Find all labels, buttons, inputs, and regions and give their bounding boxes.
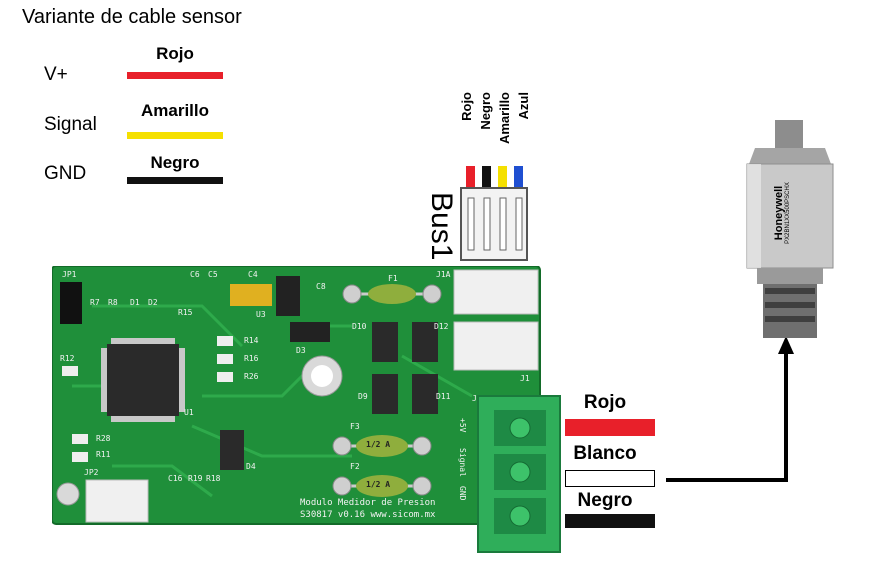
connector-j1a (453, 269, 539, 315)
terminal-label-signal: Signal (458, 448, 467, 477)
bus-pin-yellow (498, 166, 507, 188)
diode-d4 (220, 430, 244, 470)
pcb-ref-j1a: J1A (436, 270, 451, 279)
sensor-part-number: PX2BN1XX500PSCHX (785, 182, 792, 244)
pcb-ref-d10: D10 (352, 322, 367, 331)
pcb-ref-r12: R12 (60, 354, 75, 363)
diode-d9 (372, 374, 398, 414)
pcb-ref-r18: R18 (206, 474, 221, 483)
diagram-title: Variante de cable sensor (22, 6, 242, 28)
pcb-ref-c16: C16 (168, 474, 183, 483)
capacitor-c4 (230, 284, 272, 306)
bus-pin-blue (514, 166, 523, 188)
pcb-caption-line1: Modulo Medidor de Presion (300, 498, 436, 508)
bus-label-negro: Negro (478, 92, 493, 130)
fuse-f2-rating: 1/2 A (366, 480, 391, 489)
pcb-ref-d4: D4 (246, 462, 256, 471)
pcb-ref-d9: D9 (358, 392, 368, 401)
legend-wire-negro: Negro (150, 153, 200, 172)
sensor-label-area: Honeywell PX2BN1XX500PSCHX (752, 168, 812, 258)
regulator-u3 (276, 276, 300, 316)
pcb-ref-r7: R7 (90, 298, 100, 307)
pcb-ref-d1: D1 (130, 298, 140, 307)
pcb-ref-r11: R11 (96, 450, 111, 459)
pcb-ref-r28: R28 (96, 434, 111, 443)
wire-bar-negro (565, 514, 655, 528)
pcb-ref-d3: D3 (296, 346, 306, 355)
mcu-chip (107, 344, 179, 416)
legend-wire-rojo: Rojo (156, 44, 194, 63)
pressure-sensor-image (746, 120, 834, 338)
terminal-block-jp4 (477, 395, 561, 553)
legend-bar-black (127, 177, 223, 184)
legend-signal-signal: Signal (44, 114, 97, 135)
legend-signal-gnd: GND (44, 163, 87, 184)
pcb-ref-r15: R15 (178, 308, 193, 317)
bus-pin-black (482, 166, 491, 188)
bus-label-azul: Azul (516, 92, 531, 120)
pcb-ref-r8: R8 (108, 298, 118, 307)
pcb-ref-r19: R19 (188, 474, 203, 483)
pcb-ref-f3: F3 (350, 422, 360, 431)
bus1-connector-icon (460, 166, 528, 261)
pcb-ref-c8: C8 (316, 282, 326, 291)
pcb-ref-d12: D12 (434, 322, 449, 331)
diode-d3 (290, 322, 330, 342)
bus-label-amarillo: Amarillo (497, 92, 512, 145)
fuse-f3-rating: 1/2 A (366, 440, 391, 449)
pcb-ref-r26: R26 (244, 372, 259, 381)
pcb-ref-c6: C6 (190, 270, 200, 279)
pcb-ref-jp1: JP1 (62, 270, 77, 279)
legend-bar-yellow (127, 132, 223, 139)
jp1-header (60, 282, 82, 324)
terminal-label-5v: +5V (458, 418, 467, 433)
wire-label-negro: Negro (577, 490, 633, 511)
pcb-board (52, 266, 541, 525)
pcb-ref-r14: R14 (244, 336, 259, 345)
pcb-caption-line2: S30817 v0.16 www.sicom.mx (300, 510, 436, 520)
fuse-f1 (368, 284, 416, 304)
wire-bar-blanco (565, 470, 655, 487)
wire-label-rojo: Rojo (583, 392, 627, 413)
diode-d11 (412, 374, 438, 414)
bus-pin-red (466, 166, 475, 188)
pcb-ref-c4: C4 (248, 270, 258, 279)
connection-arrow-icon (666, 336, 794, 482)
connector-jp2 (85, 479, 149, 523)
pcb-ref-d11: D11 (436, 392, 451, 401)
diode-d12 (412, 322, 438, 362)
pcb-ref-r16: R16 (244, 354, 259, 363)
pcb-ref-j1: J1 (520, 374, 530, 383)
legend-wire-amarillo: Amarillo (140, 101, 210, 120)
diode-d10 (372, 322, 398, 362)
pcb-ref-f1: F1 (388, 274, 398, 283)
fuse-f2 (356, 475, 408, 497)
terminal-label-gnd: GND (458, 486, 467, 501)
wire-bar-rojo (565, 419, 655, 436)
wire-label-blanco: Blanco (573, 443, 637, 464)
bus1-label: Bus1 (425, 192, 458, 261)
sensor-brand: Honeywell (773, 185, 786, 241)
bus-label-rojo: Rojo (459, 92, 474, 121)
pcb-ref-jp2: JP2 (84, 468, 99, 477)
pcb-ref-d2: D2 (148, 298, 158, 307)
pcb-ref-u3: U3 (256, 310, 266, 319)
legend-bar-red (127, 72, 223, 79)
pcb-ref-u1: U1 (184, 408, 194, 417)
connector-j1 (453, 321, 539, 371)
pcb-ref-c5: C5 (208, 270, 218, 279)
pcb-ref-f2: F2 (350, 462, 360, 471)
legend-signal-vplus: V+ (44, 64, 68, 85)
fuse-f3 (356, 435, 408, 457)
